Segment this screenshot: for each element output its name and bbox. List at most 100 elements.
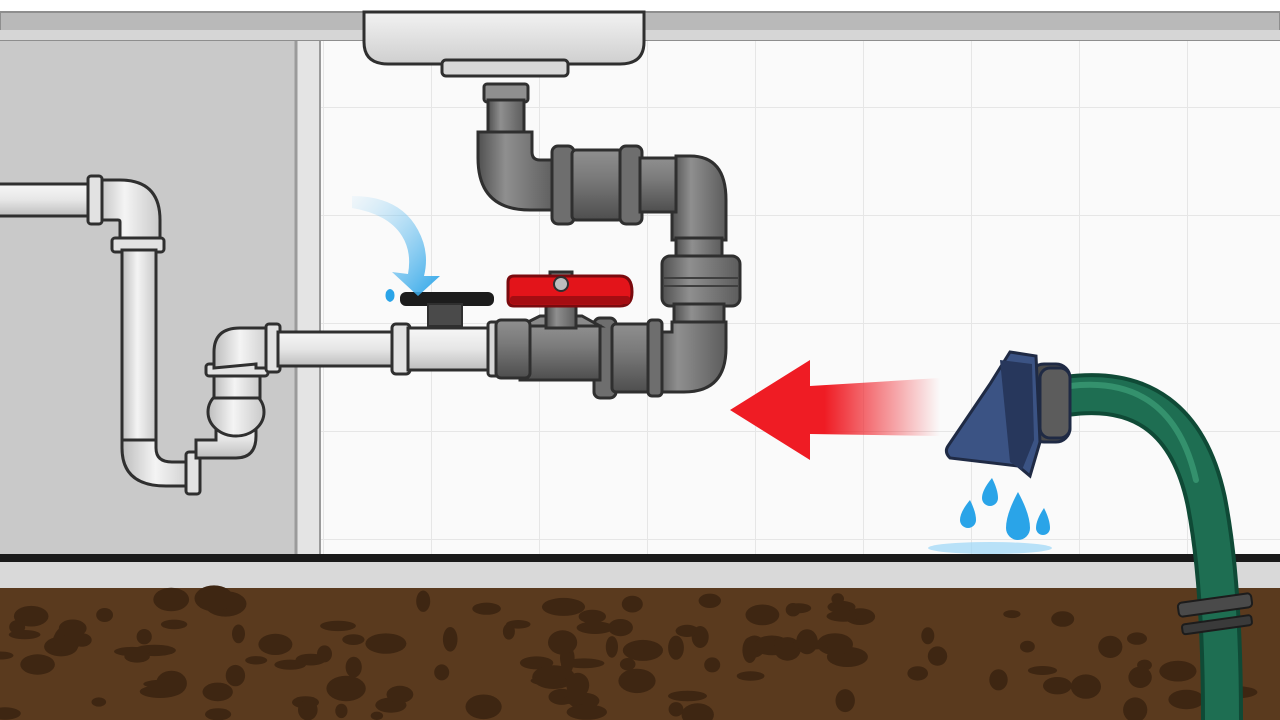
cabinet-panel-edge xyxy=(296,38,320,558)
soil-spot xyxy=(245,656,268,665)
soil-spot xyxy=(608,619,633,637)
soil-spot xyxy=(927,646,948,666)
soil-spot xyxy=(317,645,332,663)
soil-spot xyxy=(774,637,801,661)
soil-spot xyxy=(1051,611,1075,627)
soil-spot xyxy=(675,624,699,638)
soil-spot xyxy=(817,633,853,656)
soil-spot xyxy=(698,593,721,608)
soil-spot xyxy=(1003,610,1021,619)
soil-spot xyxy=(232,624,245,644)
water-stream-icon xyxy=(352,196,440,302)
soil-spot xyxy=(326,675,366,702)
soil-spot xyxy=(386,685,414,704)
soil-spot xyxy=(274,659,307,670)
soil-spot xyxy=(114,646,151,657)
soil-spot xyxy=(621,595,643,613)
soil-spot xyxy=(160,619,188,630)
soil-spot xyxy=(907,666,928,681)
soil-spot xyxy=(434,664,450,681)
soil-spot xyxy=(989,669,1008,691)
soil-spot xyxy=(1127,632,1147,645)
soil-spot xyxy=(736,671,765,681)
soil-spot xyxy=(826,610,861,622)
soil-spot xyxy=(1159,660,1197,682)
soil-spot xyxy=(342,634,365,645)
soil-spot xyxy=(668,635,684,660)
soil-spot xyxy=(668,690,707,702)
soil-spot xyxy=(225,664,246,687)
soil-spot xyxy=(416,590,431,612)
hose-clamp xyxy=(1176,592,1254,636)
soil-spot xyxy=(153,587,190,612)
soil-spot xyxy=(370,711,384,720)
soil-spot xyxy=(562,695,590,705)
drain-pipe-grey xyxy=(476,82,742,400)
soil-spot xyxy=(13,605,49,627)
soil-spot xyxy=(442,627,458,652)
soil-spot xyxy=(791,640,831,650)
drain-pipe-white xyxy=(0,174,504,496)
shutoff-valve-handle xyxy=(506,274,634,308)
soil-spot xyxy=(298,699,318,720)
soil-spot xyxy=(835,689,855,713)
lever-handle xyxy=(400,292,494,327)
leak-drops-icon xyxy=(928,478,1052,554)
soil-spot xyxy=(472,602,501,615)
soil-spot xyxy=(519,656,554,670)
soil-spot xyxy=(465,694,502,720)
soil-spot xyxy=(20,654,55,675)
soil-spot xyxy=(0,707,21,720)
garden-hose xyxy=(1063,373,1254,720)
soil-spot xyxy=(566,704,607,720)
floor-slab xyxy=(0,562,1280,588)
soil-spot xyxy=(202,682,233,702)
soil-spot xyxy=(704,657,721,673)
soil-spot xyxy=(618,668,656,694)
floor-edge xyxy=(0,554,1280,562)
soil-spot xyxy=(605,636,619,658)
soil-spot xyxy=(365,633,407,654)
soil-spot xyxy=(1070,674,1101,699)
soil-spot xyxy=(156,670,187,697)
soil-spot xyxy=(668,702,684,717)
soil-spot xyxy=(1027,666,1058,675)
soil-spot xyxy=(576,621,614,634)
soil-spot xyxy=(335,703,348,719)
soil-spot xyxy=(619,658,636,671)
soil-spots xyxy=(0,585,1258,720)
soil-spot xyxy=(1128,666,1152,688)
soil-spot xyxy=(681,703,714,720)
soil-spot xyxy=(9,620,26,634)
soil-spot xyxy=(96,608,113,622)
soil-spot xyxy=(548,630,578,655)
soil-spot xyxy=(91,697,107,707)
soil-spot xyxy=(622,639,664,661)
soil-spot xyxy=(921,627,935,645)
soil-spot xyxy=(541,597,586,616)
soil-spot xyxy=(1098,635,1123,659)
hose-nozzle xyxy=(944,350,1072,479)
soil-spot xyxy=(1043,677,1072,695)
soil-spot xyxy=(345,656,362,678)
soil-spot xyxy=(742,637,758,663)
sink-basin xyxy=(362,10,646,78)
soil-spot xyxy=(560,651,574,674)
soil-spot xyxy=(1168,689,1205,710)
soil-spot xyxy=(1020,640,1035,653)
floor xyxy=(0,554,1280,720)
soil-spot xyxy=(58,619,87,638)
soil-spot xyxy=(194,585,234,612)
soil-spot xyxy=(563,658,605,669)
soil-spot xyxy=(831,593,844,605)
flow-direction-arrow xyxy=(730,360,940,460)
soil-spot xyxy=(205,708,232,720)
soil-spot xyxy=(785,603,801,617)
soil-spot xyxy=(578,609,606,624)
soil-spot xyxy=(827,600,856,614)
soil-spot xyxy=(258,633,293,656)
soil-spot xyxy=(1123,697,1148,720)
soil-spot xyxy=(136,629,152,645)
soil-spot xyxy=(320,620,356,632)
